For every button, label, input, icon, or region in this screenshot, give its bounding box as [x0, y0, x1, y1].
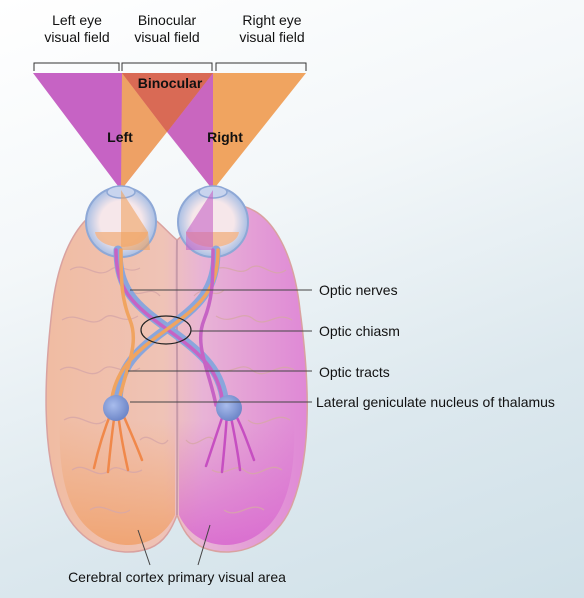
left-eye-uncrossed-fibers	[116, 248, 136, 407]
right-eye	[177, 185, 249, 258]
field-brackets	[33, 62, 307, 71]
right-field-title-2: visual field	[239, 29, 304, 45]
leader-cortex-left	[137, 529, 151, 566]
brain	[45, 204, 309, 553]
left-field-title-2: visual field	[44, 29, 109, 45]
visual-field-cones	[33, 73, 306, 190]
label-lgn: Lateral geniculate nucleus of thalamus	[316, 394, 555, 410]
cone-label-binocular: Binocular	[138, 75, 203, 91]
label-optic-nerves: Optic nerves	[319, 282, 398, 298]
right-eye-uncrossed-fibers	[198, 248, 218, 407]
right-occipital-region	[179, 420, 295, 546]
label-optic-tracts: Optic tracts	[319, 364, 390, 380]
left-lgn	[103, 395, 129, 421]
cone-label-left: Left	[107, 129, 133, 145]
right-field-title-1: Right eye	[242, 12, 301, 28]
leader-lines	[128, 289, 312, 566]
left-cone-right-half	[167, 73, 213, 190]
left-eye	[85, 185, 157, 258]
brain-midline	[175, 239, 179, 516]
binocular-field-bracket	[121, 62, 213, 71]
right-cone-left-half	[121, 73, 167, 190]
brain-gyri	[59, 265, 295, 514]
left-field-bracket	[33, 62, 120, 71]
cone-label-right: Right	[207, 129, 243, 145]
chiasm-highlight	[140, 315, 192, 345]
binocular-overlap-top	[122, 73, 213, 132]
left-occipital-region	[59, 420, 175, 546]
right-lgn	[216, 395, 242, 421]
leader-cortex-right	[197, 524, 211, 566]
left-field-title-1: Left eye	[52, 12, 102, 28]
binocular-field-title-2: visual field	[134, 29, 199, 45]
optic-pathways	[92, 245, 256, 474]
label-optic-chiasm: Optic chiasm	[319, 323, 400, 339]
label-cortex: Cerebral cortex primary visual area	[68, 569, 286, 585]
binocular-field-title-1: Binocular	[138, 12, 197, 28]
right-field-bracket	[215, 62, 307, 71]
